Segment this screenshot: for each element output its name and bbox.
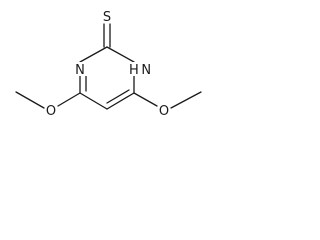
methoxy-right xyxy=(133,91,202,109)
bond-c5-c6-inner xyxy=(106,89,130,104)
atom-sulfur: S xyxy=(103,10,111,25)
atom-labels: S N H N O O xyxy=(46,10,169,119)
atom-oxygen-right: O xyxy=(159,104,169,119)
methoxy-left xyxy=(15,91,81,109)
bond-c6-o-right xyxy=(133,92,158,107)
thione-bond xyxy=(103,23,111,48)
bond-o-left-methyl xyxy=(15,91,45,109)
bond-c2-n-left xyxy=(79,46,108,63)
atom-nitrogen-right: H N xyxy=(129,63,151,78)
pyrimidine-ring xyxy=(79,46,135,110)
bond-c4-c5 xyxy=(79,92,108,110)
bond-o-right-methyl xyxy=(170,91,202,109)
bond-c2-n-right xyxy=(106,46,135,63)
bond-c4-o-left xyxy=(57,92,81,107)
molecule-structure-diagram: S N H N O O xyxy=(15,10,202,119)
atom-nitrogen-left: N xyxy=(75,63,85,78)
atom-oxygen-left: O xyxy=(46,104,56,119)
bond-c5-c6 xyxy=(106,92,135,110)
